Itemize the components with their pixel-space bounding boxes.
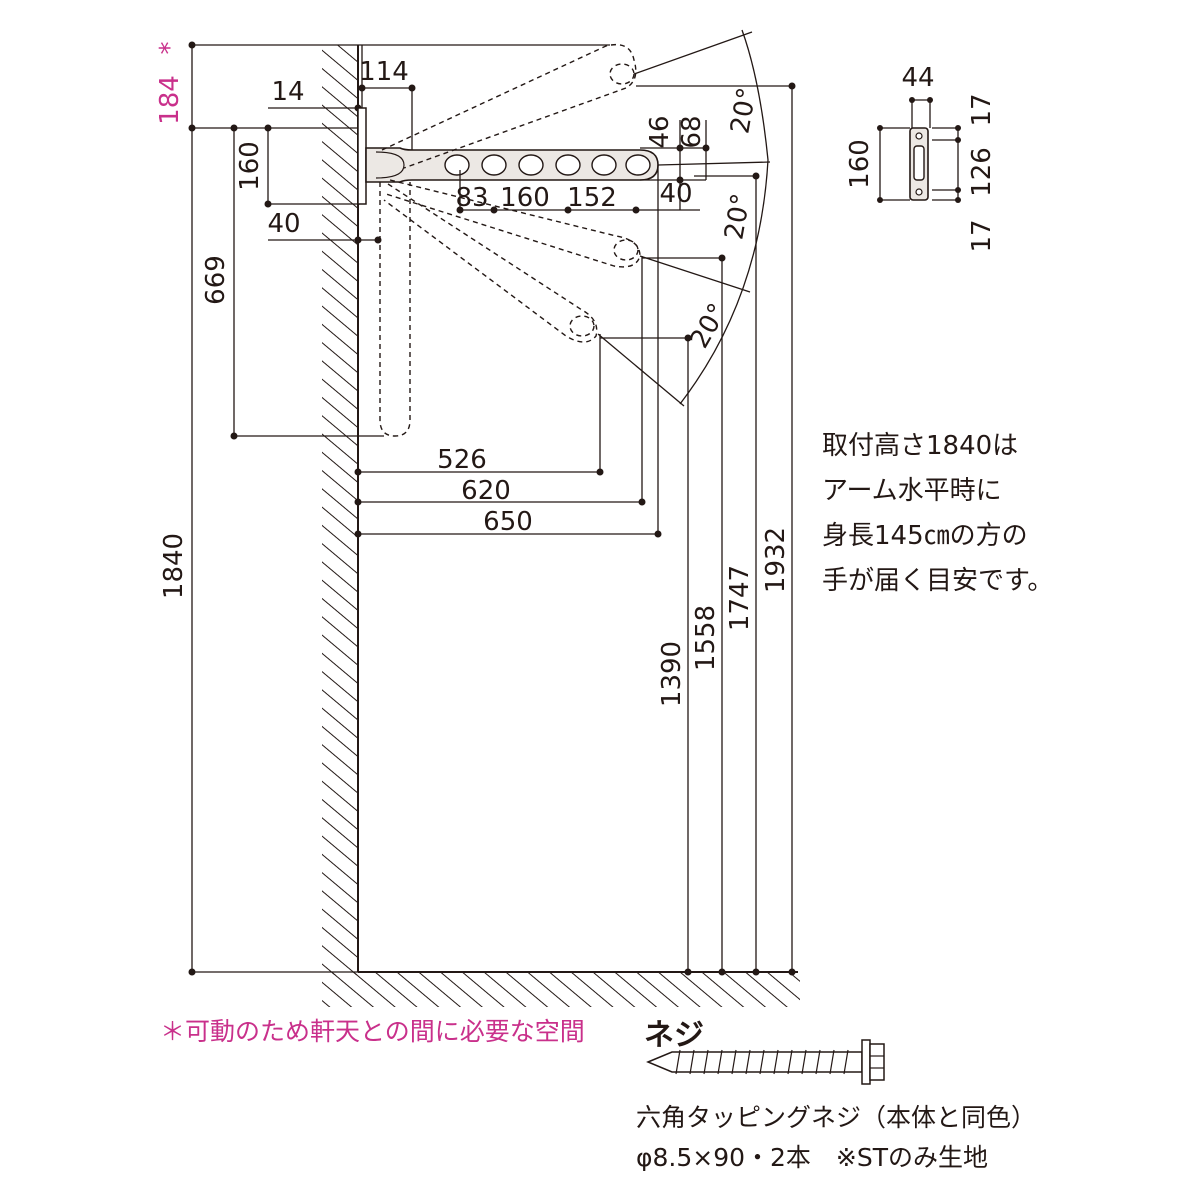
detail-dim-160: 160 (845, 139, 875, 189)
arm-alternate-positions (379, 43, 641, 437)
dim-1932: 1932 (761, 527, 791, 593)
install-note-line: 身長145㎝の方の (822, 521, 1028, 551)
bracket-detail (877, 97, 961, 203)
dim-152: 152 (567, 183, 617, 213)
dim-1840: 1840 (159, 533, 189, 599)
detail-dim-17-bottom: 17 (967, 219, 997, 252)
detail-dim-44: 44 (901, 63, 934, 93)
dim-1390: 1390 (657, 641, 687, 707)
screw-desc-line-1: 六角タッピングネジ（本体と同色） (636, 1103, 1037, 1132)
dim-114: 114 (359, 57, 409, 87)
dim-1747: 1747 (725, 565, 755, 631)
dim-526: 526 (437, 445, 487, 475)
clearance-note: ＊可動のため軒天との間に必要な空間 (160, 1017, 585, 1046)
reach-dimension-dots (354, 468, 662, 538)
install-note-line: 取付高さ1840は (822, 431, 1019, 461)
dim-620: 620 (461, 476, 511, 506)
dim-14: 14 (271, 77, 304, 107)
floor (322, 971, 800, 1007)
reach-dimension-lines (358, 165, 659, 535)
install-height-note: 取付高さ1840は アーム水平時に 身長145㎝の方の 手が届く目安です。 (822, 424, 1053, 604)
wall-bracket (357, 107, 367, 205)
dim-83: 83 (455, 183, 488, 213)
dim-184: 184 (155, 75, 185, 125)
screw-description: 六角タッピングネジ（本体と同色） φ8.5×90・2本 ※STのみ生地 (636, 1098, 1036, 1178)
dim-40-holes: 40 (659, 179, 692, 209)
dim-40-bracket: 40 (267, 209, 300, 239)
screw-desc-line-2: φ8.5×90・2本 ※STのみ生地 (636, 1143, 989, 1172)
dim-46: 46 (645, 115, 675, 148)
hole-dimension-dots (456, 144, 710, 214)
dim-184-asterisk: * (155, 42, 185, 55)
wall (322, 45, 359, 975)
install-note-line: アーム水平時に (822, 476, 1002, 506)
left-dimension-lines (191, 45, 413, 973)
angle-20-mid: 20° (719, 191, 757, 242)
install-note-line: 手が届く目安です。 (822, 566, 1054, 596)
dim-650: 650 (483, 507, 533, 537)
angle-20-top: 20° (725, 85, 763, 136)
hole-dimension-lines (459, 120, 707, 211)
detail-dim-17-top: 17 (967, 93, 997, 126)
dim-1558: 1558 (691, 605, 721, 671)
angle-20-low: 20° (685, 299, 734, 354)
height-dimension-lines (600, 85, 793, 972)
dim-160-bracket: 160 (235, 141, 265, 191)
dim-160-holes: 160 (500, 183, 550, 213)
dim-669: 669 (201, 255, 231, 305)
detail-dim-126: 126 (967, 147, 997, 197)
arm-horizontal (365, 147, 659, 183)
left-dimension-dots (188, 41, 416, 976)
screw-drawing (646, 1039, 885, 1085)
dim-68: 68 (677, 115, 707, 148)
screw-title: ネジ (644, 1018, 704, 1053)
height-dimension-dots (684, 82, 796, 976)
